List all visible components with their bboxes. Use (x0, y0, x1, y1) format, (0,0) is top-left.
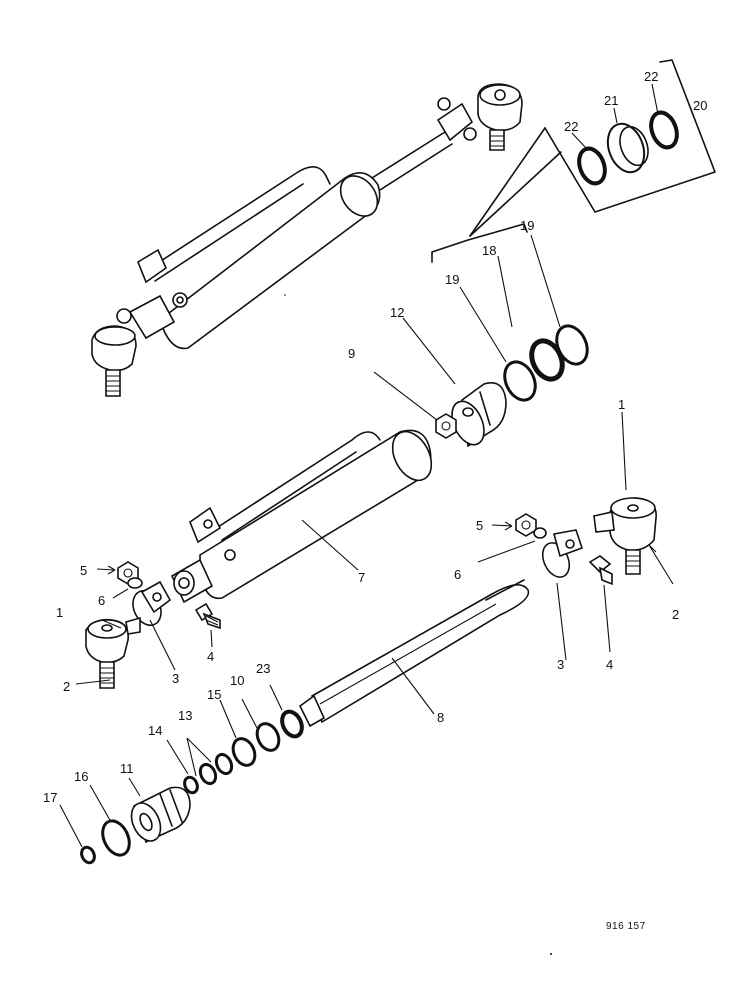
callout-19-left: 19 (445, 272, 459, 287)
callout-15: 15 (207, 687, 221, 702)
cylinder-barrel (170, 429, 433, 604)
left-clamp-group (85, 561, 221, 689)
leader-lines (59, 83, 674, 848)
gland-seal-set (80, 709, 304, 865)
callout-8: 8 (437, 710, 444, 725)
callout-10: 10 (230, 673, 244, 688)
piston-rings (503, 324, 589, 402)
assembled-cylinder (91, 83, 523, 397)
callout-13: 13 (178, 708, 192, 723)
callout-labels: 1 1 2 2 3 3 4 4 5 5 6 6 7 8 9 10 11 12 1… (43, 69, 707, 805)
callout-1-right: 1 (618, 397, 625, 412)
callout-17: 17 (43, 790, 57, 805)
callout-21: 21 (604, 93, 618, 108)
callout-22-right: 22 (644, 69, 658, 84)
right-clamp-group (515, 497, 657, 586)
callout-18: 18 (482, 243, 496, 258)
callout-20: 20 (693, 98, 707, 113)
callout-7: 7 (358, 570, 365, 585)
piston-rod (298, 579, 530, 728)
callout-22-left: 22 (564, 119, 578, 134)
callout-9: 9 (348, 346, 355, 361)
callout-16: 16 (74, 769, 88, 784)
callout-12: 12 (390, 305, 404, 320)
callout-3-right: 3 (557, 657, 564, 672)
callout-2-right: 2 (672, 607, 679, 622)
figure-reference-number: 916 157 (606, 921, 646, 932)
piston-and-nut (435, 382, 507, 448)
callout-4-right: 4 (606, 657, 613, 672)
callout-5-left: 5 (80, 563, 87, 578)
callout-6-right: 6 (454, 567, 461, 582)
callout-19-right: 19 (520, 218, 534, 233)
callout-14: 14 (148, 723, 162, 738)
callout-11: 11 (120, 761, 134, 776)
callout-5-right: 5 (476, 518, 483, 533)
callout-3-left: 3 (172, 671, 179, 686)
seal-kit-bracket (431, 59, 716, 263)
callout-4-left: 4 (207, 649, 214, 664)
callout-2-left: 2 (63, 679, 70, 694)
callout-23: 23 (256, 661, 270, 676)
callout-6-left: 6 (98, 593, 105, 608)
callout-1-left: 1 (56, 605, 63, 620)
